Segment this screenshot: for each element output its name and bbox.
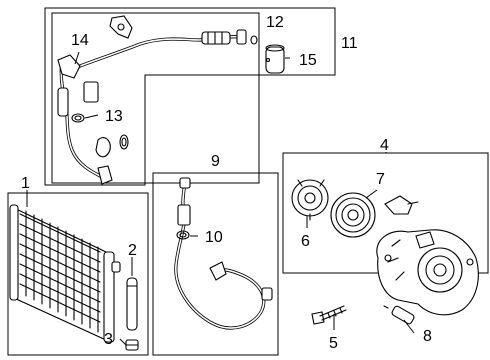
bracket-4 <box>384 195 419 215</box>
callout-14: 14 <box>71 32 89 49</box>
hose-assembly-12 <box>57 15 247 185</box>
condenser-1 <box>9 204 121 343</box>
o-ring-10 <box>176 230 190 240</box>
callout-9: 9 <box>211 153 220 170</box>
callout-5: 5 <box>329 335 338 352</box>
callout-6: 6 <box>301 233 310 250</box>
pulley-7 <box>330 192 376 238</box>
drier-cartridge-2 <box>126 277 138 331</box>
callout-3: 3 <box>104 331 113 348</box>
callout-13: 13 <box>105 108 123 125</box>
callout-4: 4 <box>380 137 389 154</box>
callout-2: 2 <box>128 242 137 259</box>
clutch-plate-6 <box>291 179 329 221</box>
valve-8 <box>383 305 415 325</box>
group-box-1 <box>7 192 149 356</box>
callout-1: 1 <box>21 175 30 192</box>
callout-12: 12 <box>266 14 284 31</box>
o-ring-13 <box>71 113 85 123</box>
hose-assembly-9 <box>174 177 273 330</box>
callout-8: 8 <box>423 328 432 345</box>
group-box-12 <box>51 12 260 184</box>
plug-3 <box>125 339 139 351</box>
group-box-9 <box>152 172 279 356</box>
callout-7: 7 <box>376 171 385 188</box>
compressor <box>376 229 479 316</box>
callout-15: 15 <box>299 52 317 69</box>
callout-10: 10 <box>205 229 223 246</box>
group-box-11 <box>44 7 336 186</box>
callout-11: 11 <box>341 35 358 52</box>
small-part-12 <box>250 35 258 45</box>
bolt-5 <box>311 305 347 325</box>
leader-lines <box>26 51 415 346</box>
drier-15 <box>265 44 285 74</box>
